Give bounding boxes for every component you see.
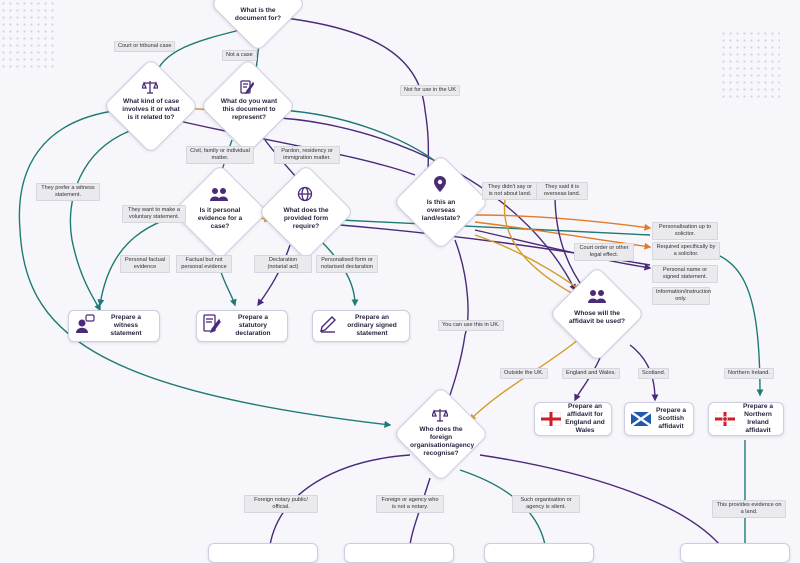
document-pen-icon bbox=[203, 313, 221, 339]
tag-personalisation: Personalisation up to solicitor. bbox=[652, 222, 718, 240]
tag-outside-uk: Outside the UK. bbox=[500, 368, 548, 379]
result-partial-1 bbox=[208, 543, 318, 563]
tag-factual-not: Factual but not personal evidence bbox=[176, 255, 232, 273]
people-icon bbox=[588, 289, 606, 308]
tag-foreign-notary: Foreign notary public/ official. bbox=[244, 495, 318, 513]
tag-personalised: Personalised form or notarised declarati… bbox=[316, 255, 378, 273]
result-statutory-label: Prepare a statutory declaration bbox=[235, 314, 271, 337]
edge-foreign-far bbox=[479, 454, 721, 546]
tag-personal-name: Personal name or signed statement. bbox=[652, 265, 718, 283]
person-speech-icon bbox=[75, 313, 95, 339]
decorative-dots bbox=[0, 0, 56, 70]
tag-court-order: Court order or other legal effect. bbox=[574, 243, 634, 261]
edge-didnt-say bbox=[503, 199, 576, 296]
decision-represent-label: What do you want this document to repres… bbox=[220, 98, 278, 121]
england-flag-icon bbox=[541, 412, 561, 426]
tag-pardon: Pardon, residency or immigration matter. bbox=[274, 146, 340, 164]
edge-foreign-agency bbox=[409, 477, 431, 546]
edge-foreign-notary bbox=[269, 454, 411, 546]
tag-foreign-agency: Foreign or agency who is not a notary. bbox=[376, 495, 444, 513]
edge-overseas-name bbox=[474, 229, 652, 271]
edge-affidavit-england bbox=[574, 357, 601, 402]
scales-icon bbox=[141, 80, 159, 99]
edge-form-right-1 bbox=[339, 219, 651, 236]
result-england-affidavit-label: Prepare an affidavit for England and Wal… bbox=[565, 403, 605, 434]
tag-silent: Such organisation or agency is silent. bbox=[512, 495, 580, 513]
tag-didnt-say: They didn't say or is not about land. bbox=[482, 182, 538, 200]
tag-said-overseas: They said it is overseas land. bbox=[536, 182, 588, 200]
result-scottish-affidavit: Prepare a Scottish affidavit bbox=[624, 402, 694, 436]
result-witness: Prepare a witness statement bbox=[68, 310, 160, 342]
decision-overseas-label: Is this an overseas land/estate? bbox=[421, 199, 461, 222]
result-statutory: Prepare a statutory declaration bbox=[196, 310, 288, 342]
location-pin-icon bbox=[434, 176, 446, 197]
result-ordinary: Prepare an ordinary signed statement bbox=[312, 310, 410, 342]
decision-case-label: What kind of case involves it or what is… bbox=[122, 98, 180, 121]
tag-witness-pref: They prefer a witness statement. bbox=[36, 183, 100, 201]
northern-ireland-flag-icon bbox=[715, 412, 735, 426]
result-partial-2 bbox=[344, 543, 454, 563]
result-ordinary-label: Prepare an ordinary signed statement bbox=[347, 314, 397, 337]
people-icon bbox=[210, 187, 228, 206]
tag-england: England and Wales. bbox=[562, 368, 620, 379]
edge-form-ordinary bbox=[319, 239, 359, 307]
edge-case-witness bbox=[69, 129, 133, 312]
tag-court: Court or tribunal case bbox=[114, 41, 176, 52]
result-partial-3 bbox=[484, 543, 594, 563]
result-ni-affidavit: Prepare a Northern Ireland affidavit bbox=[708, 402, 784, 436]
result-ni-affidavit-label: Prepare a Northern Ireland affidavit bbox=[742, 403, 774, 434]
decision-affidavit-label: Whose will the affidavit be used? bbox=[568, 310, 626, 325]
decision-foreign-label: Who does the foreign organisation/agency… bbox=[410, 426, 475, 457]
tag-civil: Civil, family or individual matter. bbox=[186, 146, 254, 164]
edge-overseas-solicitor bbox=[474, 214, 652, 231]
decision-personal-evidence-label: Is it personal evidence for a case? bbox=[197, 207, 243, 230]
pen-document-icon bbox=[240, 80, 255, 99]
tag-not-uk: Not for use in the UK bbox=[400, 85, 460, 96]
tag-not-case: Not a case bbox=[222, 50, 257, 61]
scotland-flag-icon bbox=[631, 412, 651, 426]
decorative-dots bbox=[720, 30, 780, 100]
result-england-affidavit: Prepare an affidavit for England and Wal… bbox=[534, 402, 612, 436]
edge-affidavit-outside bbox=[469, 339, 579, 421]
edge-represent-overseas2 bbox=[279, 109, 451, 176]
tag-ni: Northern Ireland. bbox=[724, 368, 774, 379]
pen-icon bbox=[319, 315, 337, 338]
tag-use-uk: You can use this in UK. bbox=[438, 320, 504, 331]
edge-overseas-info bbox=[474, 234, 582, 291]
decision-form-label: What does the provided form require? bbox=[283, 207, 329, 230]
edge-form-statutory bbox=[257, 244, 291, 307]
tag-evidence-land: This provides evidence on a land. bbox=[712, 500, 786, 518]
tag-required-solicitor: Required specifically by a solicitor. bbox=[652, 242, 720, 260]
scales-icon bbox=[431, 408, 449, 427]
tag-personal-factual: Personal factual evidence bbox=[120, 255, 170, 273]
result-scottish-affidavit-label: Prepare a Scottish affidavit bbox=[655, 407, 687, 430]
edge-case-foreign bbox=[18, 109, 392, 428]
tag-declaration: Declaration (notarial act) bbox=[254, 255, 312, 273]
result-partial-4 bbox=[680, 543, 790, 563]
result-witness-label: Prepare a witness statement bbox=[110, 314, 142, 337]
decision-doc-label: What is the document for? bbox=[234, 7, 282, 22]
tag-information: Information/instruction only. bbox=[652, 287, 711, 305]
globe-icon bbox=[297, 186, 313, 207]
tag-voluntary: They want to make a voluntary statement. bbox=[122, 205, 186, 223]
tag-scotland: Scotland. bbox=[638, 368, 670, 379]
